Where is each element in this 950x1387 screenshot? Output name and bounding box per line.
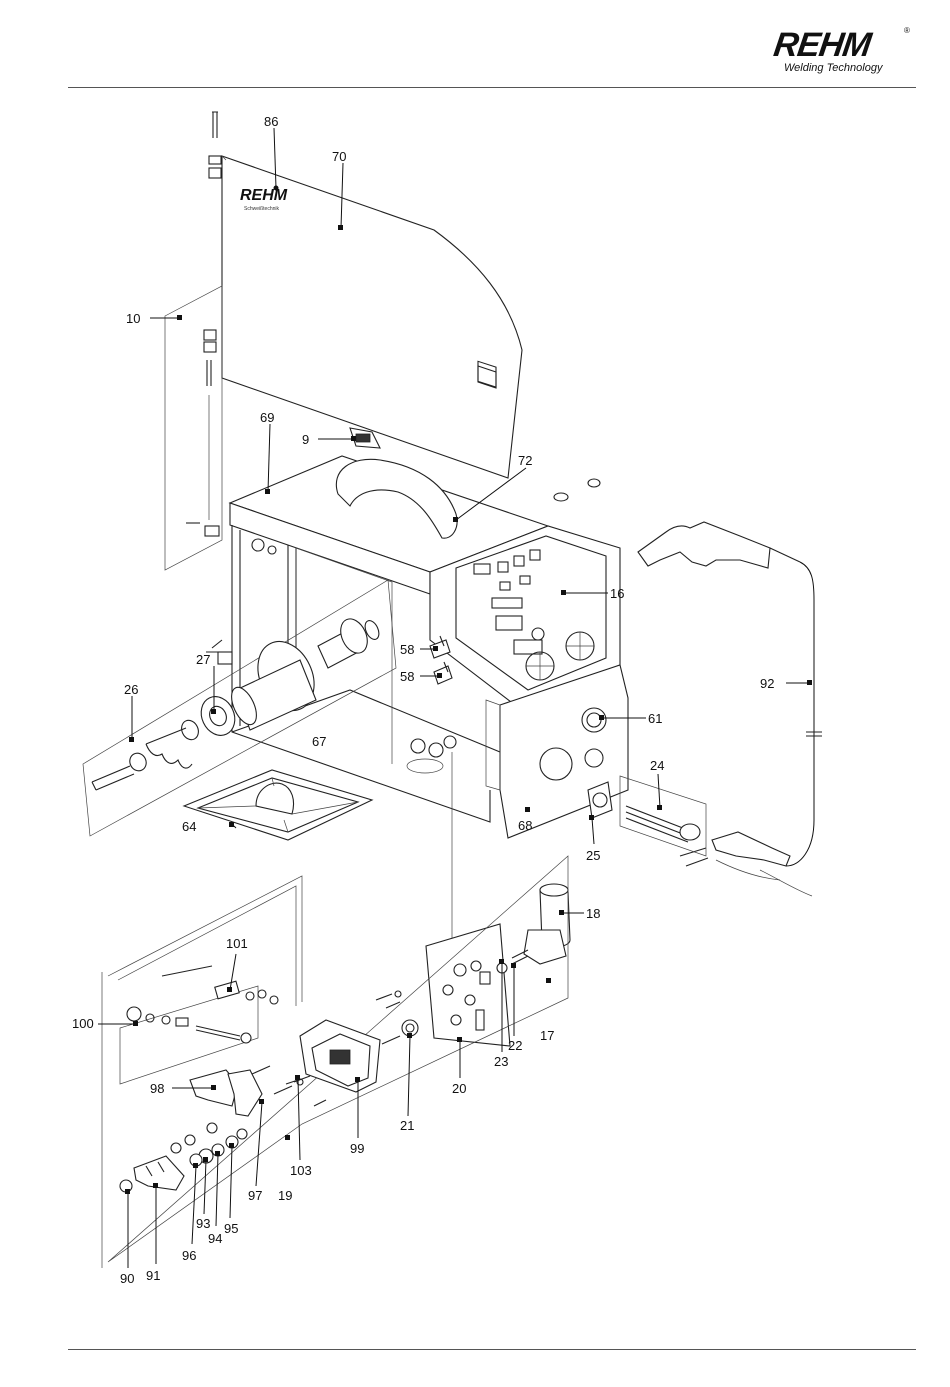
callout-95: 95: [224, 1221, 238, 1236]
panel-badge-subtext: Schweißtechnik: [244, 206, 280, 212]
callout-69: 69: [260, 410, 274, 425]
callout-67: 67: [312, 734, 326, 749]
callout-70: 70: [332, 149, 346, 164]
top-hinge-screw: [209, 112, 221, 178]
callout-20: 20: [452, 1081, 466, 1096]
callout-101: 101: [226, 936, 248, 951]
callout-72: 72: [518, 453, 532, 468]
callout-93: 93: [196, 1216, 210, 1231]
callout-96: 96: [182, 1248, 196, 1263]
hinge-assembly: [165, 286, 222, 570]
callout-26: 26: [124, 682, 138, 697]
callout-58-lower: 58: [400, 669, 414, 684]
callout-98: 98: [150, 1081, 164, 1096]
callout-24: 24: [650, 758, 664, 773]
callout-23: 23: [494, 1054, 508, 1069]
wire-feed-plate: [426, 752, 510, 1046]
callout-90: 90: [120, 1271, 134, 1286]
callout-103: 103: [290, 1163, 312, 1178]
callout-58-upper: 58: [400, 642, 414, 657]
feed-motor: [497, 884, 570, 973]
callout-10: 10: [126, 311, 140, 326]
callout-94: 94: [208, 1231, 222, 1246]
callout-18: 18: [586, 906, 600, 921]
callout-99: 99: [350, 1141, 364, 1156]
callout-97: 97: [248, 1188, 262, 1203]
callout-27: 27: [196, 652, 210, 667]
callout-16: 16: [610, 586, 624, 601]
panel-badge-text: REHM: [240, 187, 288, 204]
base-plate: [184, 770, 372, 840]
callout-92: 92: [760, 676, 774, 691]
side-cover-panel: REHM Schweißtechnik: [222, 156, 522, 478]
callout-91: 91: [146, 1268, 160, 1283]
hose-package: [620, 776, 706, 856]
callout-19: 19: [278, 1188, 292, 1203]
callout-68: 68: [518, 818, 532, 833]
welding-torch: [638, 522, 822, 896]
callout-17: 17: [540, 1028, 554, 1043]
callout-100: 100: [72, 1016, 94, 1031]
callout-9: 9: [302, 432, 309, 447]
callout-64: 64: [182, 819, 196, 834]
callout-22: 22: [508, 1038, 522, 1053]
callout-86: 86: [264, 114, 278, 129]
callout-61: 61: [648, 711, 662, 726]
callout-21: 21: [400, 1118, 414, 1133]
callout-25: 25: [586, 848, 600, 863]
